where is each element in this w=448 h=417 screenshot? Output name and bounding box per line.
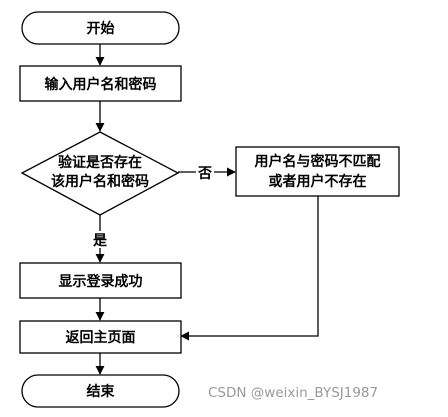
home-node: 返回主页面: [19, 320, 182, 354]
start-node-label: 开始: [87, 20, 115, 37]
input-node: 输入用户名和密码: [19, 65, 182, 102]
decision-node-label-line1: 验证是否存在: [58, 154, 142, 171]
home-node-label: 返回主页面: [66, 329, 136, 346]
no-label-backdrop: [196, 164, 214, 181]
error-node-label-line2: 或者用户不存在: [269, 173, 367, 190]
success-node-label: 显示登录成功: [59, 273, 143, 290]
home-node-shape: [19, 320, 182, 354]
error-node: 用户名与密码不匹配 或者用户不存在: [235, 146, 400, 197]
start-node-shape: [21, 11, 180, 45]
decision-node-label-line2: 该用户名和密码: [51, 173, 149, 190]
end-node-shape: [21, 374, 180, 408]
edge-label-no: 否: [197, 166, 212, 182]
edge-error-to-home: [180, 196, 319, 341]
error-node-shape: [235, 146, 400, 197]
input-node-shape: [19, 65, 182, 102]
success-node-shape: [19, 262, 182, 299]
end-node-label: 结束: [87, 383, 116, 400]
edge-label-yes: 是: [93, 233, 108, 249]
end-node: 结束: [21, 374, 180, 408]
input-node-label: 输入用户名和密码: [45, 76, 157, 93]
success-node: 显示登录成功: [19, 262, 182, 299]
watermark-text: CSDN @weixin_BYSJ1987: [208, 385, 379, 401]
start-node: 开始: [21, 11, 180, 45]
yes-label-backdrop: [91, 231, 109, 248]
error-node-label-line1: 用户名与密码不匹配: [255, 153, 381, 170]
decision-node-shape: [20, 131, 180, 216]
decision-node: 验证是否存在 该用户名和密码: [20, 131, 180, 216]
